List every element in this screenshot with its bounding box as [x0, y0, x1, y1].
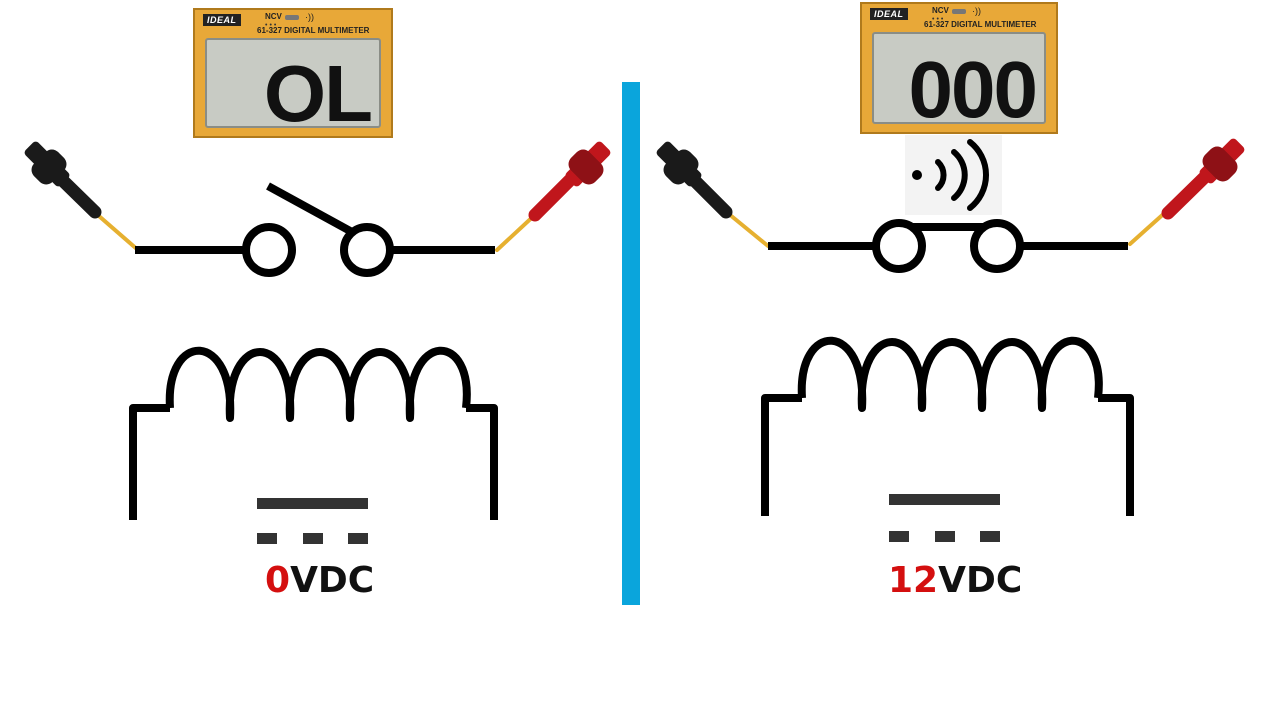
meter-lcd-display: 000	[872, 32, 1046, 124]
meter-reading: 000	[908, 45, 1038, 124]
meter-model-label: 61-327 DIGITAL MULTIMETER	[924, 20, 1037, 29]
meter-lcd-display: OL	[205, 38, 381, 128]
meter-indicator-dots: •••	[265, 22, 279, 29]
red-probe-icon	[495, 141, 611, 252]
sound-waves-icon	[912, 139, 989, 211]
left-multimeter: IDEAL NCV ·)) ••• 61-327 DIGITAL MULTIME…	[193, 8, 393, 138]
left-voltage-label: 0VDC	[265, 560, 374, 601]
dc-symbol	[257, 498, 368, 544]
open-switch-symbol	[135, 182, 495, 277]
meter-continuity-symbol: ·))	[972, 6, 981, 16]
voltage-unit: VDC	[938, 560, 1023, 601]
meter-indicator-dots: •••	[932, 16, 946, 23]
left-circuit-diagram	[24, 141, 611, 544]
relay-coil-symbol	[129, 346, 498, 520]
meter-brand-logo: IDEAL	[203, 14, 241, 26]
meter-ncv-label: NCV	[932, 6, 949, 15]
black-probe-icon	[24, 141, 140, 252]
meter-ncv-led	[285, 15, 299, 20]
meter-brand-logo: IDEAL	[870, 8, 908, 20]
closed-switch-symbol	[768, 219, 1128, 273]
meter-ncv-led	[952, 9, 966, 14]
right-multimeter: IDEAL NCV ·)) ••• 61-327 DIGITAL MULTIME…	[860, 2, 1058, 134]
relay-coil-symbol	[761, 336, 1134, 516]
voltage-value: 0	[265, 560, 291, 601]
voltage-unit: VDC	[290, 560, 375, 601]
right-voltage-label: 12VDC	[888, 560, 1022, 601]
right-panel-energized-relay: IDEAL NCV ·)) ••• 61-327 DIGITAL MULTIME…	[640, 0, 1280, 720]
voltage-value: 12	[888, 560, 939, 601]
meter-reading: OL	[263, 49, 373, 128]
dc-symbol	[889, 494, 1000, 542]
panel-divider	[622, 82, 640, 605]
red-probe-icon	[1128, 138, 1245, 246]
right-circuit-diagram	[656, 138, 1245, 542]
meter-ncv-label: NCV	[265, 12, 282, 21]
meter-continuity-symbol: ·))	[305, 12, 314, 22]
black-probe-icon	[656, 141, 770, 248]
left-panel-open-relay: IDEAL NCV ·)) ••• 61-327 DIGITAL MULTIME…	[24, 8, 611, 601]
meter-model-label: 61-327 DIGITAL MULTIMETER	[257, 26, 370, 35]
